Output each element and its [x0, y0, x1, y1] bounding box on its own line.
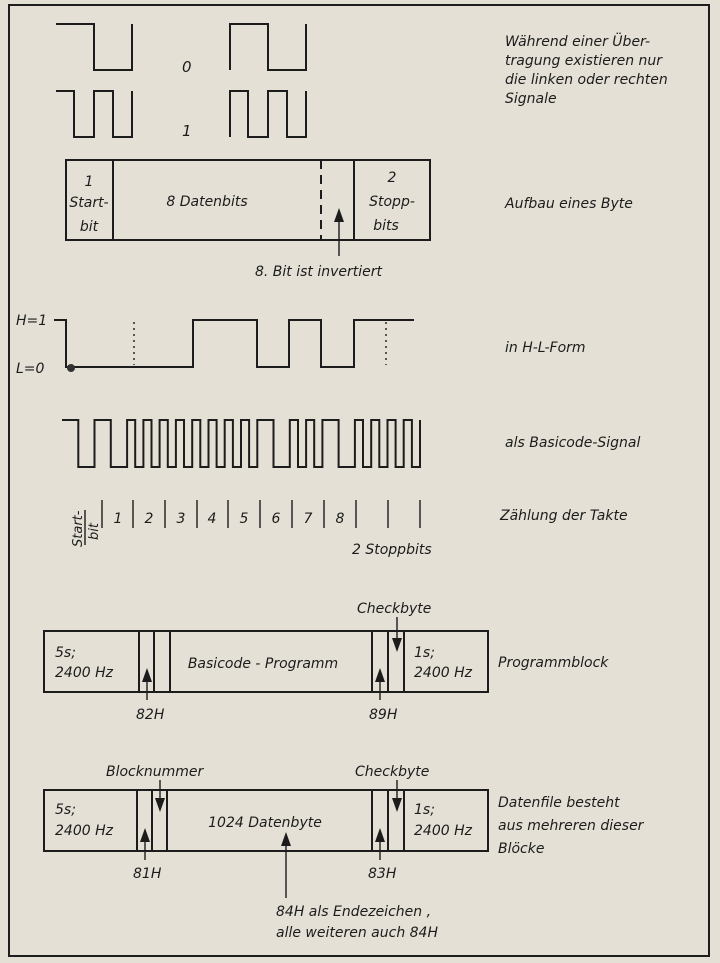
count-ticks — [101, 500, 421, 528]
signals-caption-line-3: die linken oder rechten — [505, 72, 668, 88]
start-bit-line-2: Start- — [69, 195, 108, 211]
stop-bits-line-1: 2 — [388, 170, 397, 186]
data-81h-label: 81H — [133, 866, 162, 882]
data-caption-line-2: aus mehreren dieser — [498, 818, 645, 834]
program-checkbyte-arrowhead — [392, 638, 402, 652]
count-number-3: 3 — [177, 511, 186, 527]
one-wave-left — [56, 90, 133, 138]
stop-bits-line-3: bits — [373, 218, 399, 234]
program-trailer-line-2: 2400 Hz — [414, 665, 473, 681]
zero-wave-left — [56, 23, 133, 71]
blocknumber-label: Blocknummer — [106, 764, 204, 780]
data-trailer-line-1: 1s; — [414, 802, 435, 818]
signals-caption: Während einer Über- tragung existieren n… — [505, 32, 668, 107]
l-level-label: L=0 — [16, 361, 45, 377]
program-block: 5s; 2400 Hz Basicode - Programm 1s; 2400… — [43, 601, 489, 723]
end-note-line-1: 84H als Endezeichen , — [276, 904, 431, 920]
program-leader-line-1: 5s; — [55, 645, 76, 661]
hl-form: H=1 L=0 — [16, 313, 414, 377]
byte-frame: 1 Start- bit 8 Datenbits 2 Stopp- bits 8… — [65, 159, 431, 280]
program-82h-label: 82H — [136, 707, 165, 723]
data-caption-line-1: Datenfile besteht — [498, 795, 620, 811]
zero-label: 0 — [182, 58, 192, 76]
program-89h-label: 89H — [369, 707, 398, 723]
data-checkbyte-label: Checkbyte — [355, 764, 429, 780]
count-start-line-2: bit — [87, 522, 102, 540]
signals-caption-line-4: Signale — [505, 91, 557, 107]
start-bit-line-3: bit — [80, 219, 99, 235]
blocknumber-arrowhead — [155, 798, 165, 812]
clock-counting: Start- bit 1 2 3 4 5 6 7 8 2 Stoppbits — [71, 500, 432, 558]
data-checkbyte-arrowhead — [392, 798, 402, 812]
program-block-box — [43, 630, 489, 693]
signals-caption-line-1: Während einer Über- — [505, 32, 650, 50]
program-checkbyte-label: Checkbyte — [357, 601, 431, 617]
program-trailer-line-1: 1s; — [414, 645, 435, 661]
program-89h-arrowhead — [375, 668, 385, 682]
count-number-1: 1 — [114, 511, 123, 527]
data-caption: Datenfile besteht aus mehreren dieser Bl… — [498, 795, 645, 857]
program-leader-line-2: 2400 Hz — [55, 665, 114, 681]
ink-dot — [67, 364, 75, 372]
count-number-4: 4 — [208, 511, 217, 527]
stop-bits-line-2: Stopp- — [369, 194, 415, 210]
counting-caption: Zählung der Takte — [499, 508, 628, 524]
data-main-label: 1024 Datenbyte — [208, 815, 322, 831]
h-level-label: H=1 — [16, 313, 47, 329]
zero-wave-right — [229, 23, 307, 71]
program-82h-arrowhead — [142, 668, 152, 682]
data-trailer-line-2: 2400 Hz — [414, 823, 473, 839]
data-81h-arrowhead — [140, 828, 150, 842]
data-83h-arrowhead — [375, 828, 385, 842]
data-leader-line-2: 2400 Hz — [55, 823, 114, 839]
basicode-waveform — [62, 419, 421, 468]
count-number-8: 8 — [336, 511, 345, 527]
data-caption-line-3: Blöcke — [498, 841, 544, 857]
count-number-7: 7 — [304, 511, 313, 527]
byte-caption: Aufbau eines Byte — [504, 196, 633, 212]
count-number-5: 5 — [240, 511, 249, 527]
data-leader-line-1: 5s; — [55, 802, 76, 818]
count-number-6: 6 — [272, 511, 281, 527]
data-block-box — [43, 789, 489, 852]
hl-waveform — [54, 319, 414, 368]
inverted-bit-note: 8. Bit ist invertiert — [255, 264, 383, 280]
start-bit-line-1: 1 — [85, 174, 94, 190]
end-note-line-2: alle weiteren auch 84H — [276, 925, 438, 941]
count-start-line-1: Start- — [71, 510, 86, 547]
count-stop-label: 2 Stoppbits — [352, 542, 432, 558]
inverted-bit-arrowhead — [334, 208, 344, 222]
data-83h-label: 83H — [368, 866, 397, 882]
program-caption: Programmblock — [498, 655, 609, 671]
count-number-2: 2 — [145, 511, 154, 527]
end-marker-arrowhead — [281, 832, 291, 846]
page-frame — [8, 4, 710, 957]
data-block: 5s; 2400 Hz 1024 Datenbyte 1s; 2400 Hz B… — [43, 764, 489, 941]
data-bits-label: 8 Datenbits — [166, 194, 247, 210]
one-wave-right — [229, 90, 307, 138]
signal-shapes: 0 1 — [56, 23, 307, 140]
hl-caption: in H-L-Form — [505, 340, 586, 356]
basicode-caption: als Basicode-Signal — [505, 435, 641, 451]
program-main-label: Basicode - Programm — [188, 656, 338, 672]
one-label: 1 — [182, 122, 192, 140]
signals-caption-line-2: tragung existieren nur — [505, 53, 663, 69]
byte-frame-box — [65, 159, 431, 241]
